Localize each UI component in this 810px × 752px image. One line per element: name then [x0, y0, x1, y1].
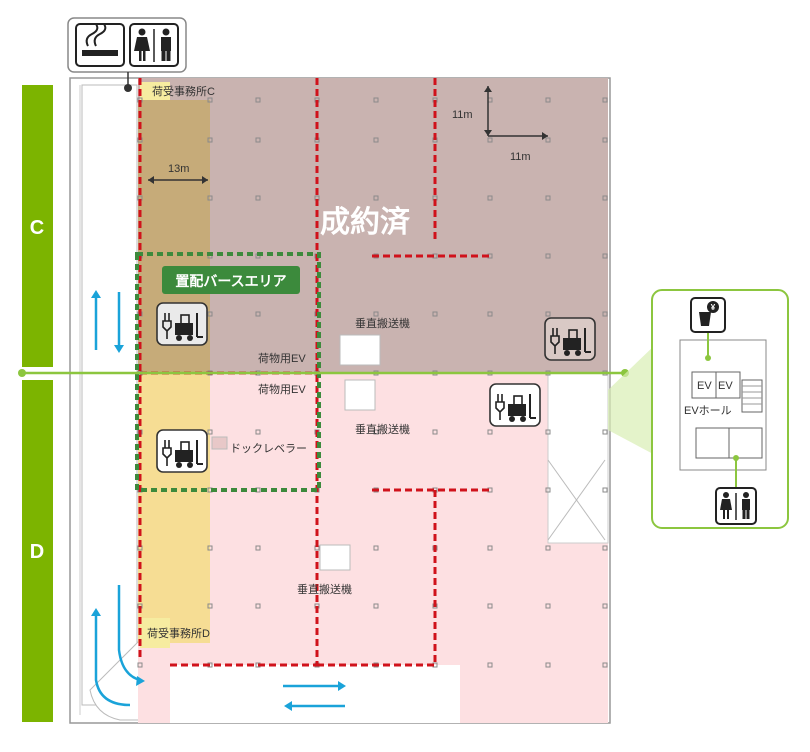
- column-marker: [207, 137, 213, 143]
- column-marker: [373, 311, 379, 317]
- column-marker: [487, 603, 493, 609]
- column-marker: [545, 429, 551, 435]
- forklift-charging-icon: [156, 302, 208, 346]
- zone-c-label: C: [30, 217, 44, 239]
- column-marker: [255, 603, 261, 609]
- traffic-arrows: [91, 290, 346, 711]
- column-marker: [602, 97, 608, 103]
- vertical-conveyor-2-label: 垂直搬送機: [355, 422, 410, 436]
- column-marker: [373, 97, 379, 103]
- forklift-charging-icon: [156, 429, 208, 473]
- forklift-charging-icon: [544, 317, 596, 361]
- column-marker: [545, 311, 551, 317]
- column-marker: [487, 311, 493, 317]
- zone-bar-d: D: [22, 380, 53, 722]
- dock-leveler-label: ドックレベラー: [230, 442, 307, 455]
- column-marker: [545, 487, 551, 493]
- column-marker: [255, 311, 261, 317]
- restroom-icon: [715, 487, 757, 525]
- staging-area-label: 置配バースエリア: [175, 273, 286, 289]
- smoking-icon: [75, 23, 125, 67]
- column-marker: [373, 195, 379, 201]
- restroom-icon: [129, 23, 179, 67]
- office-d-box: [140, 618, 170, 648]
- column-marker: [255, 97, 261, 103]
- dim-13m-label: 13m: [168, 163, 189, 175]
- column-marker: [602, 253, 608, 259]
- column-marker: [432, 311, 438, 317]
- column-marker: [602, 429, 608, 435]
- conveyor-shapes: [211, 334, 381, 571]
- top-facility-icons: [67, 17, 187, 92]
- office-c-box: [140, 82, 170, 100]
- column-marker: [207, 195, 213, 201]
- contracted-label: 成約済: [320, 206, 411, 239]
- column-marker: [255, 545, 261, 551]
- column-marker: [432, 429, 438, 435]
- dim-11m-horizontal-label: 11m: [510, 151, 531, 163]
- column-marker: [207, 545, 213, 551]
- ev-right-label: EV: [718, 380, 733, 392]
- column-marker: [602, 195, 608, 201]
- column-marker: [487, 662, 493, 668]
- column-marker: [255, 429, 261, 435]
- contracted-area: [138, 78, 608, 373]
- ev-left-label: EV: [697, 380, 712, 392]
- column-marker: [545, 603, 551, 609]
- dim-11m-vertical-label: 11m: [452, 109, 473, 121]
- staging-area-label-bg: [162, 266, 300, 294]
- column-marker: [255, 137, 261, 143]
- column-marker: [487, 545, 493, 551]
- column-marker: [373, 137, 379, 143]
- column-marker: [602, 137, 608, 143]
- column-marker: [545, 137, 551, 143]
- column-marker: [207, 97, 213, 103]
- column-marker: [545, 662, 551, 668]
- forklift-icons: [156, 302, 596, 473]
- column-marker: [487, 429, 493, 435]
- column-marker: [602, 662, 608, 668]
- ev-hall-callout: EV EV EVホール ¥: [651, 289, 789, 529]
- forklift-charging-icon: [489, 383, 541, 427]
- column-marker: [137, 662, 143, 668]
- column-marker: [207, 429, 213, 435]
- berth-strip-lower: [138, 373, 210, 643]
- column-marker: [545, 195, 551, 201]
- column-marker: [207, 603, 213, 609]
- vertical-conveyor-3-label: 垂直搬送機: [297, 582, 352, 596]
- column-marker: [487, 137, 493, 143]
- zone-d-label: D: [30, 541, 44, 563]
- zone-bar-c: C: [22, 85, 53, 367]
- column-marker: [207, 311, 213, 317]
- column-marker: [602, 487, 608, 493]
- column-marker: [487, 195, 493, 201]
- column-marker: [373, 603, 379, 609]
- column-marker: [602, 311, 608, 317]
- callout-beam: [608, 345, 655, 455]
- vending-machine-icon: ¥: [690, 297, 726, 333]
- column-marker: [545, 545, 551, 551]
- freight-ev-lower-label: 荷物用EV: [258, 382, 306, 396]
- column-marker: [545, 253, 551, 259]
- column-marker: [602, 545, 608, 551]
- column-marker: [255, 195, 261, 201]
- column-marker: [602, 603, 608, 609]
- office-c-label: 荷受事務所C: [152, 84, 215, 98]
- office-d-label: 荷受事務所D: [147, 626, 210, 640]
- dimension-13m: 13m: [148, 163, 208, 184]
- column-marker: [545, 97, 551, 103]
- ev-hall-label: EVホール: [684, 404, 732, 417]
- column-marker: [373, 545, 379, 551]
- dimension-11m: 11m 11m: [452, 86, 548, 163]
- freight-ev-upper-label: 荷物用EV: [258, 351, 306, 365]
- column-marker: [373, 429, 379, 435]
- core-area: [547, 372, 609, 544]
- vertical-conveyor-1-label: 垂直搬送機: [355, 316, 410, 330]
- svg-text:¥: ¥: [711, 303, 716, 312]
